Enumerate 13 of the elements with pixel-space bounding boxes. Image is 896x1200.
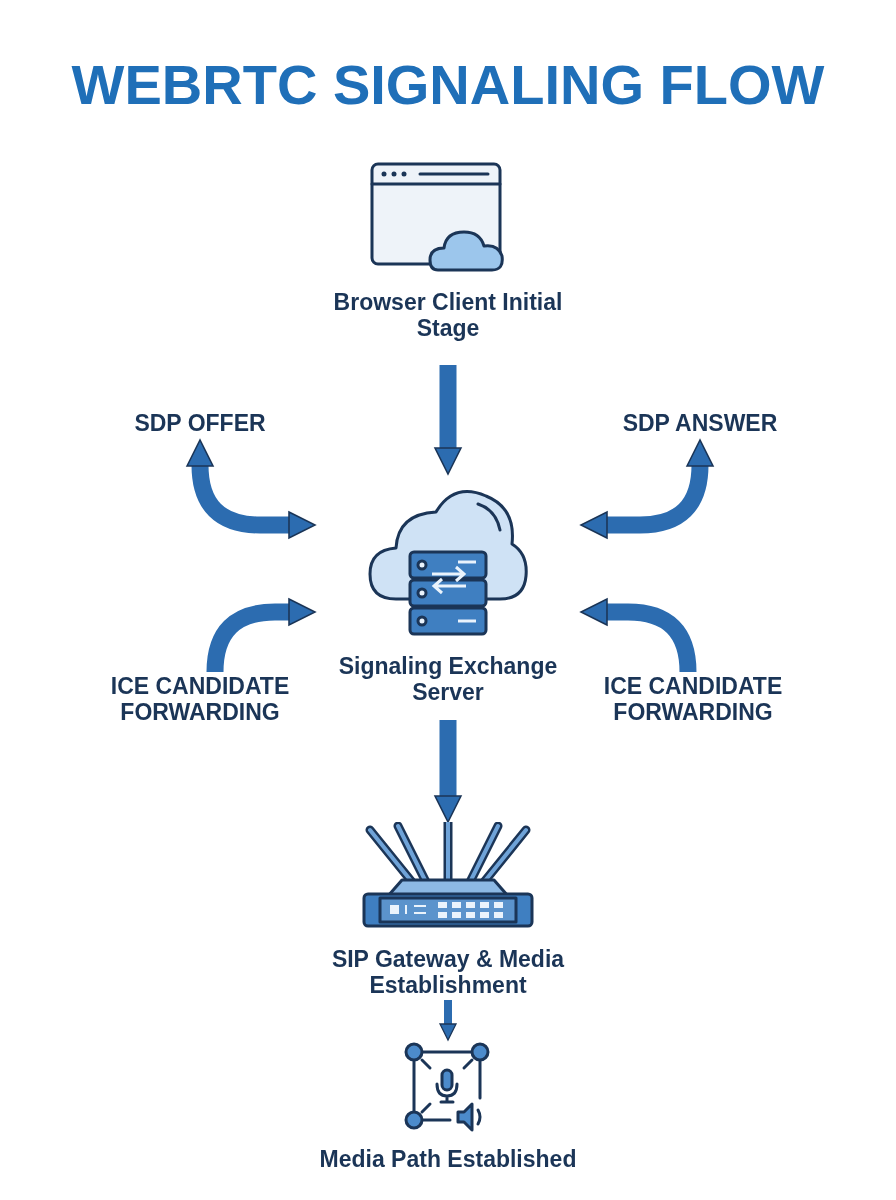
node-label: SDP OFFER — [115, 406, 285, 440]
node-label: ICE CANDIDATE FORWARDING — [588, 672, 798, 726]
node-label: ICE CANDIDATE FORWARDING — [95, 672, 305, 726]
node-label: Signaling Exchange Server — [337, 653, 559, 706]
arrow — [434, 365, 462, 475]
node-label: SIP Gateway & Media Establishment — [330, 946, 566, 999]
arrow — [186, 439, 316, 539]
node-label: Browser Client Initial Stage — [332, 289, 564, 342]
arrow — [580, 439, 714, 539]
node-label: Media Path Established — [319, 1146, 577, 1173]
node-label: SDP ANSWER — [610, 406, 790, 440]
arrow — [434, 720, 462, 823]
diagram-title: WEBRTC SIGNALING FLOW — [71, 52, 825, 117]
